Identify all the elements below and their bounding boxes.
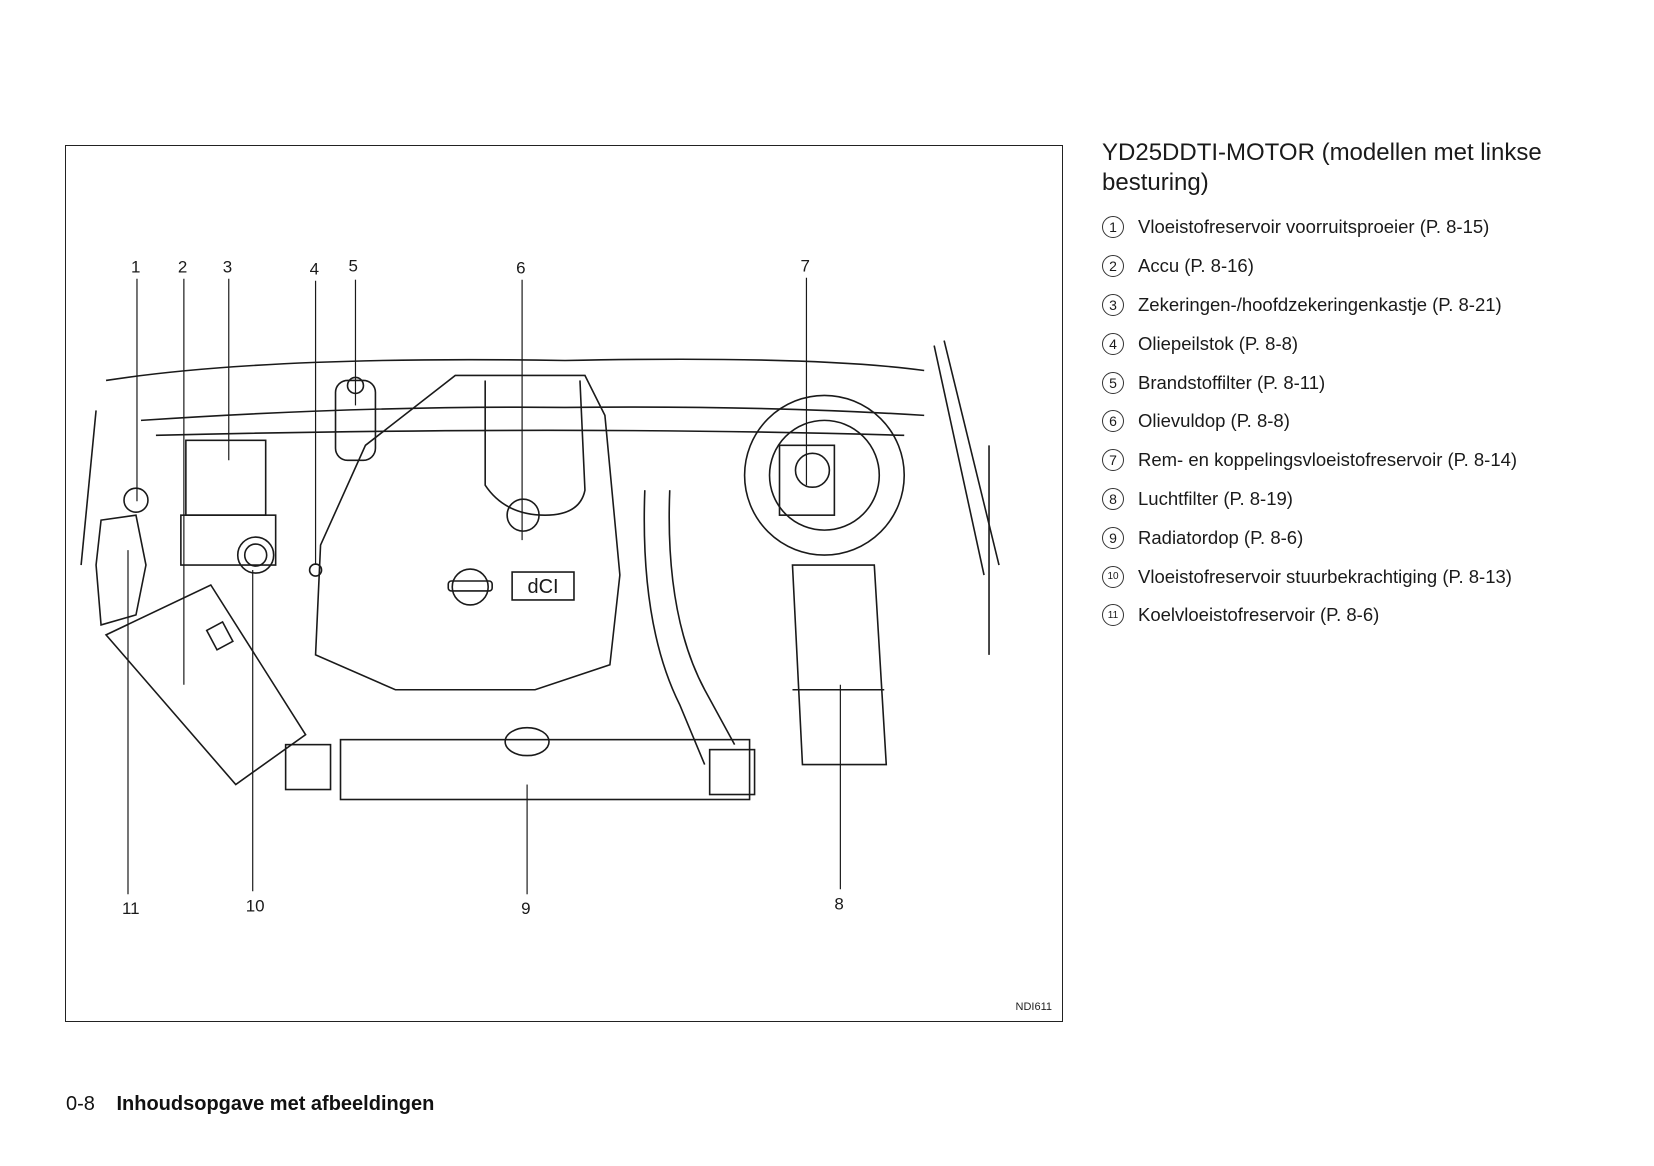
number-badge: 3: [1102, 293, 1124, 316]
legend-label: Luchtfilter (P. 8-19): [1138, 487, 1293, 509]
legend-label: Brandstoffilter (P. 8-11): [1138, 371, 1326, 393]
number-badge: 6: [1102, 410, 1124, 433]
legend-list: 1 Vloeistofreservoir voorruitsproeier (P.…: [1102, 208, 1642, 635]
section-title: Inhoudsopgave met afbeeldingen: [116, 1093, 435, 1115]
legend-item: 9 Radiatordop (P. 8-6): [1102, 518, 1642, 557]
legend-item: 11 Koelvloeistofreservoir (P. 8-6): [1102, 596, 1642, 635]
legend-item: 1 Vloeistofreservoir voorruitsproeier (P.…: [1102, 208, 1642, 247]
number-badge: 8: [1102, 487, 1124, 510]
figure-code: NDI611: [1015, 1001, 1052, 1013]
page-footer: 0-8 Inhoudsopgave met afbeeldingen: [66, 1093, 434, 1116]
legend-item: 2 Accu (P. 8-16): [1102, 247, 1642, 286]
callout-1: 1: [131, 258, 140, 277]
legend-item: 4 Oliepeilstok (P. 8-8): [1102, 324, 1642, 363]
legend-label: Olievuldop (P. 8-8): [1138, 410, 1290, 432]
dci-badge: dCI: [528, 576, 559, 598]
engine-diagram: 1 2 3 4 5 6 7 11 10 9 8: [80, 257, 1000, 918]
legend-label: Accu (P. 8-16): [1138, 255, 1254, 277]
legend-label: Zekeringen-/hoofdzekeringenkastje (P. 8-…: [1138, 293, 1502, 315]
number-badge: 10: [1102, 565, 1124, 588]
legend-item: 7 Rem- en koppelingsvloeistofreservoir (P…: [1102, 441, 1642, 480]
number-badge: 11: [1102, 604, 1124, 627]
legend-item: 8 Luchtfilter (P. 8-19): [1102, 480, 1642, 519]
legend-label: Radiatordop (P. 8-6): [1138, 526, 1304, 548]
callout-4: 4: [310, 260, 319, 279]
legend-item: 10 Vloeistofreservoir stuurbekrachtiging …: [1102, 557, 1642, 596]
callout-9: 9: [521, 899, 530, 918]
callout-8: 8: [834, 894, 843, 913]
callout-2: 2: [178, 258, 187, 277]
legend-item: 6 Olievuldop (P. 8-8): [1102, 402, 1642, 441]
callout-3: 3: [223, 258, 232, 277]
callout-10: 10: [246, 896, 265, 915]
legend-label: Rem- en koppelingsvloeistofreservoir (P.…: [1138, 449, 1518, 471]
callout-11: 11: [122, 899, 140, 918]
number-badge: 7: [1102, 449, 1124, 472]
engine-bay-figure: 1 2 3 4 5 6 7 11 10 9 8: [65, 145, 1063, 1022]
callout-7: 7: [800, 257, 809, 276]
callout-6: 6: [516, 259, 525, 278]
legend-label: Vloeistofreservoir stuurbekrachtiging (P…: [1138, 565, 1512, 587]
legend-item: 3 Zekeringen-/hoofdzekeringenkastje (P. 8…: [1102, 286, 1642, 325]
number-badge: 1: [1102, 216, 1124, 239]
legend-title: YD25DDTI-MOTOR (modellen met linkse best…: [1102, 139, 1542, 196]
legend-label: Vloeistofreservoir voorruitsproeier (P. …: [1138, 216, 1490, 238]
number-badge: 5: [1102, 371, 1124, 394]
number-badge: 9: [1102, 526, 1124, 549]
number-badge: 2: [1102, 255, 1124, 278]
engine-bay-linework: dCI: [80, 340, 1000, 801]
legend-label: Oliepeilstok (P. 8-8): [1138, 332, 1299, 354]
legend: YD25DDTI-MOTOR (modellen met linkse best…: [1102, 138, 1642, 635]
page-number: 0-8: [66, 1093, 95, 1115]
number-badge: 4: [1102, 332, 1124, 355]
leader-lines: [127, 277, 841, 895]
legend-item: 5 Brandstoffilter (P. 8-11): [1102, 363, 1642, 402]
legend-label: Koelvloeistofreservoir (P. 8-6): [1138, 604, 1380, 626]
callout-5: 5: [348, 257, 357, 276]
